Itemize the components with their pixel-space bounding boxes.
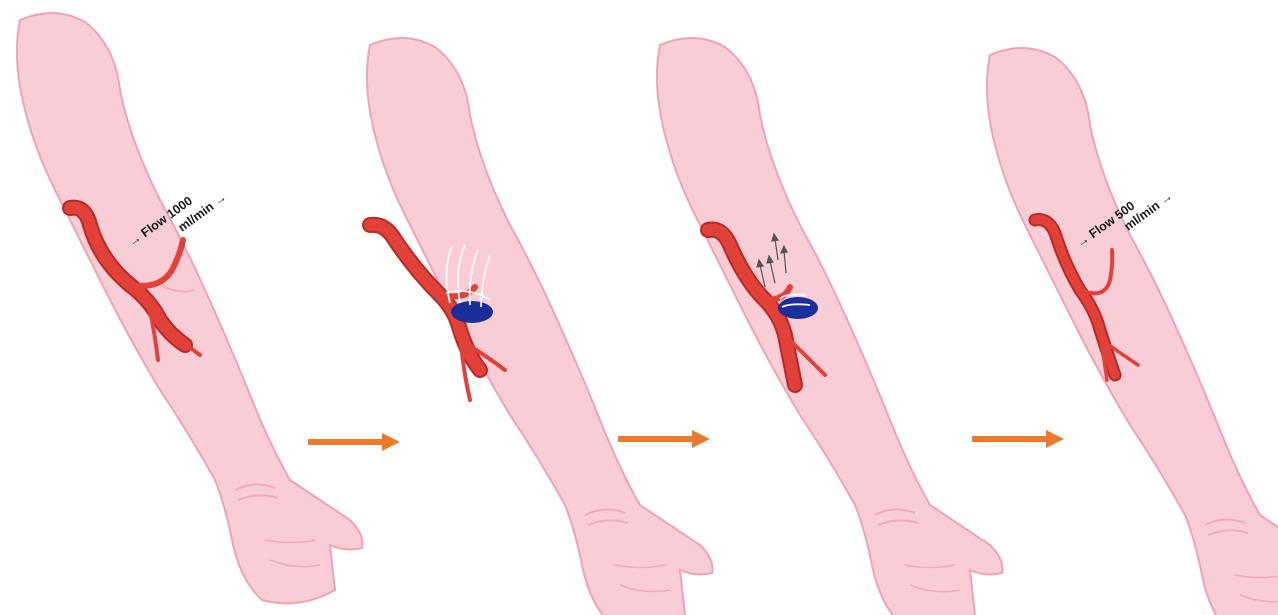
step-arrow-icon [972,430,1064,448]
step-arrow-icon [618,430,710,448]
arm-silhouette [17,13,363,603]
arm-silhouette [657,38,1003,615]
arm-silhouette [367,38,713,615]
step-arrow-icon [308,433,400,451]
panel-1: → Flow 1000 ml/min → [17,13,363,603]
banding-cuff [778,297,818,319]
panel-4: → Flow 500 ml/min → [987,48,1278,615]
panel-3 [657,38,1003,615]
banding-cuff [451,301,493,323]
panel-2 [367,38,713,615]
